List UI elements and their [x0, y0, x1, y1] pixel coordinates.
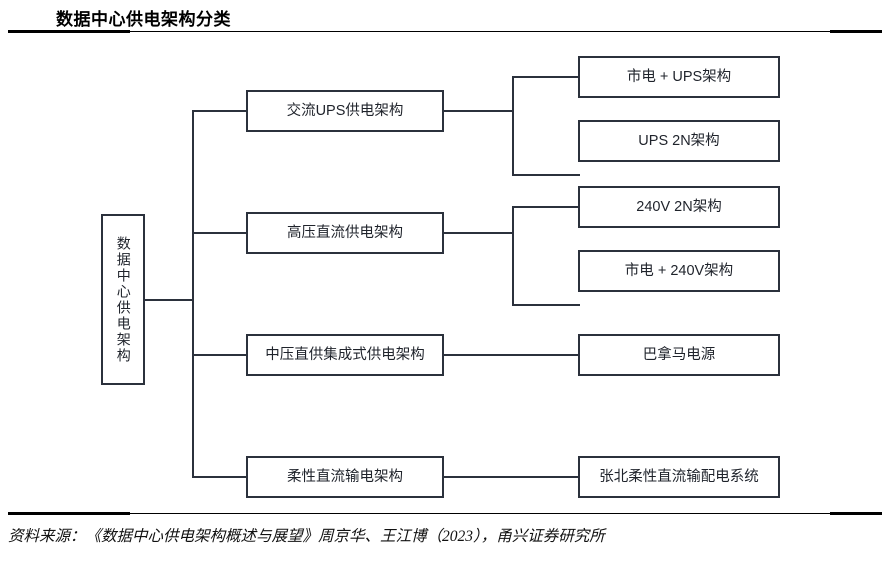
connector-root-stub — [145, 299, 194, 301]
connector-branch-4-to-leaf-6 — [444, 476, 580, 478]
leaf-node-5: 巴拿马电源 — [578, 334, 780, 376]
connector-trunk-to-branch-3 — [192, 354, 248, 356]
branch-node-3: 中压直供集成式供电架构 — [246, 334, 444, 376]
connector-splitter-1-to-leaf-2 — [512, 174, 580, 176]
branch-node-2: 高压直流供电架构 — [246, 212, 444, 254]
connector-splitter-1 — [512, 76, 514, 176]
connector-trunk — [192, 111, 194, 477]
footer-divider-hairline — [8, 513, 882, 514]
leaf-node-3: 240V 2N架构 — [578, 186, 780, 228]
connector-splitter-1-to-leaf-1 — [512, 76, 580, 78]
connector-trunk-to-branch-4 — [192, 476, 248, 478]
leaf-node-1: 市电 + UPS架构 — [578, 56, 780, 98]
root-node: 数据中心供电架构 — [101, 214, 145, 385]
connector-splitter-2 — [512, 206, 514, 306]
footer-divider — [8, 512, 882, 516]
header-divider-right-cap — [830, 30, 882, 33]
leaf-node-2: UPS 2N架构 — [578, 120, 780, 162]
leaf-node-6: 张北柔性直流输配电系统 — [578, 456, 780, 498]
connector-branch-2-stub — [444, 232, 514, 234]
connector-splitter-2-to-leaf-3 — [512, 206, 580, 208]
leaf-node-4: 市电 + 240V架构 — [578, 250, 780, 292]
org-chart: 数据中心供电架构 交流UPS供电架构 高压直流供电架构 中压直供集成式供电架构 … — [0, 34, 890, 510]
footer-divider-left-cap — [8, 512, 130, 515]
source-note: 资料来源：《数据中心供电架构概述与展望》周京华、王江博（2023），甬兴证券研究… — [8, 528, 605, 545]
header-divider — [8, 30, 882, 34]
header-divider-left-cap — [8, 30, 130, 33]
connector-branch-1-stub — [444, 110, 514, 112]
connector-trunk-to-branch-2 — [192, 232, 248, 234]
connector-branch-3-to-leaf-5 — [444, 354, 580, 356]
branch-node-4: 柔性直流输电架构 — [246, 456, 444, 498]
connector-splitter-2-to-leaf-4 — [512, 304, 580, 306]
branch-node-1: 交流UPS供电架构 — [246, 90, 444, 132]
footer-divider-right-cap — [830, 512, 882, 515]
page-title: 数据中心供电架构分类 — [56, 10, 231, 29]
connector-trunk-to-branch-1 — [192, 110, 248, 112]
header-divider-hairline — [8, 31, 882, 32]
